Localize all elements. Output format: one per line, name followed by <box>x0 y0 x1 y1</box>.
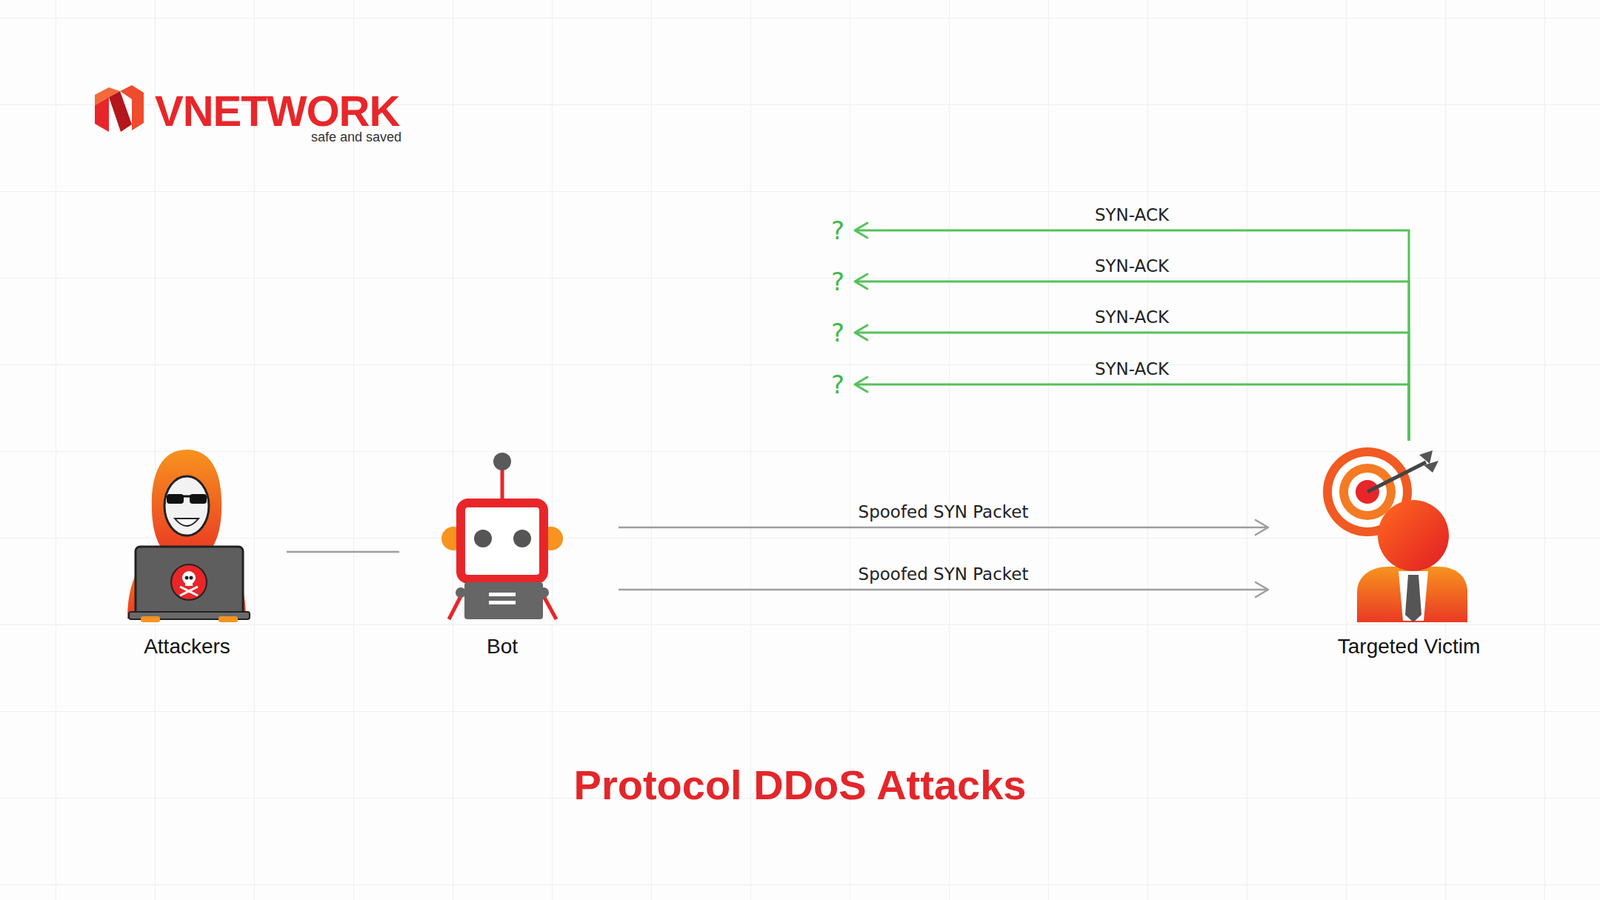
skull-badge <box>171 564 207 600</box>
diagram-title: Protocol DDoS Attacks <box>574 760 1027 809</box>
victim-tie <box>1405 574 1422 623</box>
question-mark: ? <box>831 215 845 246</box>
connector <box>618 582 1269 598</box>
dart-feather <box>1423 460 1439 473</box>
bot-antenna <box>500 466 505 503</box>
connector <box>286 551 400 553</box>
bot-icon <box>441 452 563 620</box>
connector-line <box>286 551 400 554</box>
edge-label: SYN-ACK <box>1094 307 1169 327</box>
bot-head <box>460 502 544 580</box>
sunglasses <box>166 494 184 504</box>
bot-slot <box>488 600 516 605</box>
brand-name: VNETWORK <box>154 87 400 135</box>
victim-icon <box>1322 447 1468 623</box>
edge-label: SYN-ACK <box>1094 256 1169 276</box>
bot-eye <box>513 529 532 548</box>
connector <box>854 377 1409 441</box>
victim-node: Targeted Victim <box>1318 444 1500 660</box>
victim-head <box>1377 500 1449 572</box>
sunglasses <box>189 494 207 504</box>
node-label: Attackers <box>143 634 231 660</box>
question-mark: ? <box>831 317 845 348</box>
edge-label: SYN-ACK <box>1094 359 1169 379</box>
arrowhead <box>854 222 868 238</box>
dart-feather <box>1419 450 1433 464</box>
connector <box>854 222 1409 441</box>
logo-shape <box>94 87 120 106</box>
unknown-node: ? <box>826 266 849 297</box>
skull-eye <box>185 576 189 580</box>
arrowhead <box>1255 582 1269 598</box>
crossbones <box>180 586 198 596</box>
connector-line <box>618 526 1269 529</box>
bot-leg <box>448 596 461 620</box>
sunglasses <box>182 495 192 498</box>
node-label: Targeted Victim <box>1337 634 1480 660</box>
connector-line <box>854 384 1409 441</box>
laptop-foot <box>218 616 238 623</box>
question-mark: ? <box>831 266 845 297</box>
logo-mark <box>94 85 144 132</box>
question-mark: ? <box>831 369 845 400</box>
bot-shoulder <box>538 587 549 598</box>
connector <box>854 325 1409 441</box>
unknown-node: ? <box>826 369 849 400</box>
unknown-node: ? <box>826 215 849 246</box>
node-label: Bot <box>486 634 518 660</box>
connector-line <box>618 588 1269 592</box>
edge-label: Spoofed SYN Packet <box>858 502 1029 522</box>
edge-label: SYN-ACK <box>1094 205 1169 225</box>
logo-shape <box>120 85 144 131</box>
victim-body <box>1357 566 1468 623</box>
bot-slot <box>488 592 516 597</box>
connector-line <box>854 230 1409 441</box>
arrowhead <box>854 274 868 289</box>
crossbones <box>180 586 198 596</box>
unknown-node: ? <box>826 317 849 348</box>
brand-tagline: safe and saved <box>311 130 402 146</box>
bot-leg <box>543 596 557 620</box>
bot-shoulder <box>455 587 466 598</box>
connector-line <box>854 281 1409 441</box>
hacker-mouth <box>174 518 199 526</box>
bot-node: Bot <box>429 444 575 660</box>
attacker-node: Attackers <box>111 444 263 660</box>
hacker-face <box>164 476 209 536</box>
edge-label: Spoofed SYN Packet <box>858 564 1029 584</box>
arrowhead <box>1255 520 1269 535</box>
connector <box>618 520 1269 535</box>
laptop-screen <box>135 546 243 617</box>
laptop-foot <box>140 616 160 623</box>
hacker-hood <box>151 449 222 555</box>
bot-antenna-ball <box>493 452 512 471</box>
bot-body <box>464 582 543 620</box>
hacker-icon <box>127 449 250 623</box>
bot-eye <box>474 529 492 548</box>
connector-line <box>854 332 1409 441</box>
connector <box>854 274 1409 441</box>
arrowhead <box>854 325 868 340</box>
skull-eye <box>189 576 194 580</box>
dart <box>1367 462 1426 492</box>
hacker-body <box>127 544 246 619</box>
skull <box>185 581 193 586</box>
arrowhead <box>854 377 868 392</box>
logo-shape <box>108 91 132 132</box>
